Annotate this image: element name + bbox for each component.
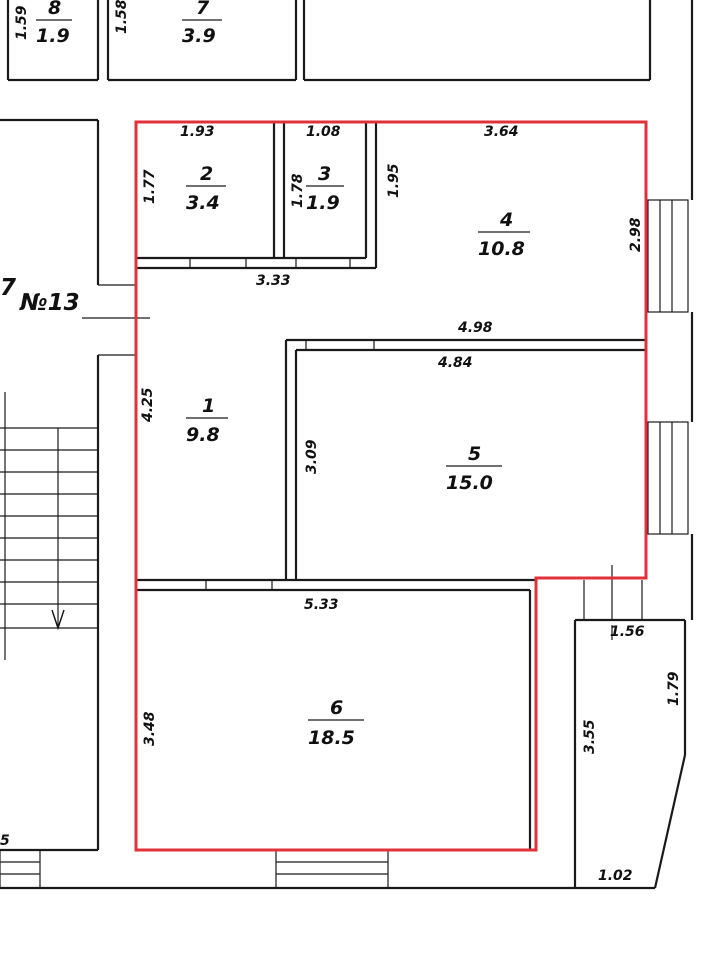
dim-label: 4.25	[140, 387, 156, 423]
dim-label: 3.09	[304, 439, 320, 474]
dim-label: 1.08	[306, 124, 341, 140]
dim-label: 1.59	[14, 5, 30, 40]
room-4-area: 10.8	[478, 238, 525, 260]
room-1-area: 9.8	[186, 424, 220, 446]
dim-label: 3.33	[256, 273, 291, 289]
right-windows	[647, 199, 694, 620]
room-labels: 8 1.9 7 3.9 2 3.4 3 1.9 4 10.8 1 9.8 5 1…	[0, 0, 530, 849]
dim-label: 4.84	[437, 355, 473, 371]
dim-label: 3.48	[142, 711, 158, 746]
stair-steps	[0, 449, 98, 605]
room-4-number: 4	[499, 209, 513, 231]
room-7-area: 3.9	[182, 25, 216, 47]
dim-label: 3.55	[582, 719, 598, 754]
balcony	[573, 565, 687, 889]
room-5-area: 15.0	[446, 472, 493, 494]
dim-label: 1.93	[180, 124, 215, 140]
apartment-outline	[134, 120, 648, 852]
room-8-area: 1.9	[36, 25, 70, 47]
dim-label: 5.33	[304, 597, 339, 613]
room-6-area: 18.5	[308, 727, 355, 749]
dim-label: 1.56	[610, 624, 645, 640]
dim-label: 1.78	[290, 173, 306, 208]
building-label: №13	[19, 290, 80, 316]
dim-label: 1.58	[114, 0, 130, 34]
room-3-area: 1.9	[306, 192, 340, 214]
dim-label: 1.79	[666, 671, 682, 706]
room-3-number: 3	[318, 163, 331, 185]
staircase-block	[0, 118, 655, 890]
room-6-number: 6	[330, 697, 343, 719]
dim-label: 1.77	[142, 169, 158, 204]
dim-label: 4.98	[457, 320, 493, 336]
room-8-number: 8	[48, 0, 61, 19]
interior-walls	[136, 122, 646, 850]
room-1-number: 1	[202, 395, 215, 417]
dimension-labels: 1.59 1.58 1.93 1.08 3.64 1.77 1.78 1.95 …	[14, 0, 682, 884]
bottom-window	[275, 849, 389, 889]
dim-label: 1.95	[386, 163, 402, 198]
dim-label: 2.98	[628, 217, 644, 252]
corner-label-7: 7	[0, 275, 16, 301]
dim-label: 1.02	[598, 868, 633, 884]
room-2-area: 3.4	[186, 192, 220, 214]
room-7-number: 7	[196, 0, 210, 19]
corner-label-5: 5	[0, 833, 10, 849]
dim-label: 3.64	[484, 124, 519, 140]
stair-arrow-icon	[51, 609, 65, 631]
room-2-number: 2	[200, 163, 213, 185]
room-5-number: 5	[468, 443, 481, 465]
top-neighbour-rooms	[6, 0, 694, 200]
